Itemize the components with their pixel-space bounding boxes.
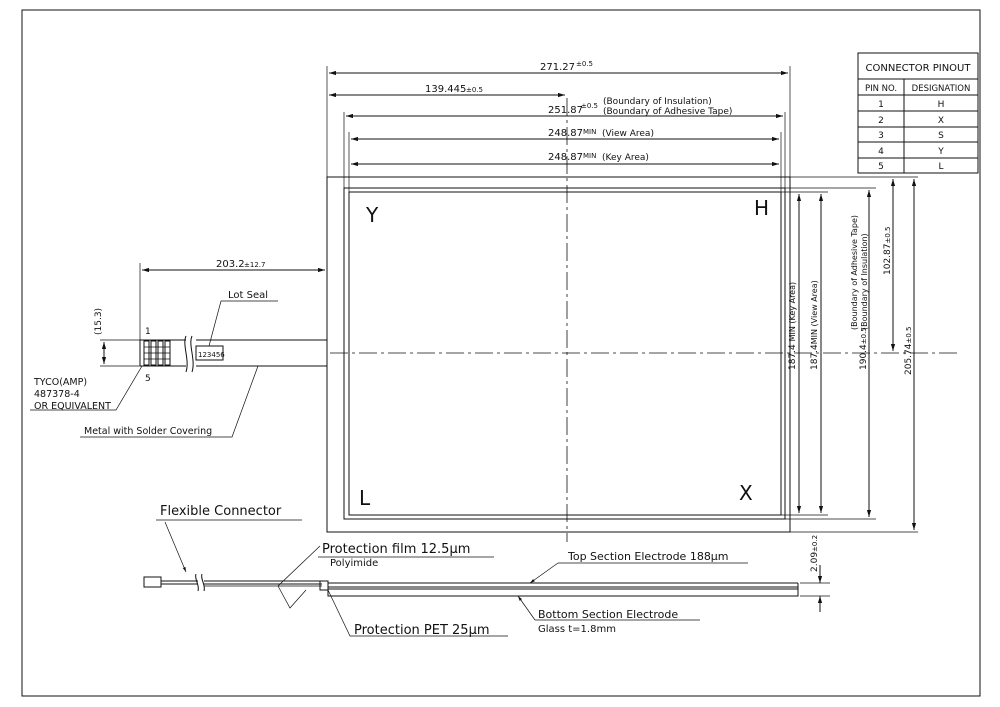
dim-tail-width: (15.3) — [94, 308, 104, 335]
dim-insulation-height-label-1: (Boundary of Adhesive Tape) — [850, 215, 859, 330]
pinout-pin-5: 5 — [878, 162, 884, 172]
dim-key-area-label: (Key Area) — [602, 153, 649, 163]
connector-line-3: OR EQUIVALENT — [34, 401, 111, 412]
dim-overall-width-tol: ±0.5 — [576, 60, 593, 68]
corner-y: Y — [365, 203, 379, 227]
lot-seal-leader — [208, 300, 278, 347]
dim-view-area-label: (View Area) — [602, 129, 654, 139]
dim-insulation-label-1: (Boundary of Insulation) — [603, 97, 712, 107]
glass-label: Glass t=1.8mm — [538, 624, 616, 635]
protection-film-label: Protection film 12.5μm — [322, 542, 470, 557]
pinout-col-pin: PIN NO. — [865, 84, 897, 94]
drawing-border — [21, 9, 981, 697]
dim-insulation-width: 251.87 — [548, 105, 583, 116]
dim-key-area-width: 248.87 — [548, 152, 583, 163]
corner-l: L — [359, 486, 371, 510]
dim-key-area-height: 187.4 MIN (Key Area) — [788, 282, 798, 370]
section-panel-layers — [319, 580, 799, 597]
pinout-designation-3: S — [938, 131, 944, 141]
pinout-designation-4: Y — [937, 147, 944, 157]
dim-insulation-label-2: (Boundary of Adhesive Tape) — [603, 107, 732, 117]
protection-film-leader — [277, 545, 321, 609]
top-electrode-label: Top Section Electrode 188μm — [567, 550, 729, 563]
connector-leader — [30, 365, 143, 411]
dim-view-area-width-tol: MIN — [583, 128, 596, 136]
pinout-designation-1: H — [938, 100, 945, 110]
pinout-pin-1: 1 — [878, 100, 884, 110]
lot-seal-label: Lot Seal — [228, 290, 268, 301]
dim-view-area-width: 248.87 — [548, 128, 583, 139]
bottom-electrode-leader — [517, 595, 536, 621]
tail-pin-5: 5 — [145, 374, 151, 384]
dim-half-width: 139.445 — [425, 84, 466, 95]
lot-number: 123456 — [198, 351, 225, 359]
flexible-connector-label: Flexible Connector — [160, 504, 282, 519]
pinout-col-designation: DESIGNATION — [912, 84, 971, 94]
flex-tail — [139, 335, 327, 373]
protection-pet-leader — [327, 589, 508, 637]
pinout-title: CONNECTOR PINOUT — [866, 63, 972, 74]
dim-key-area-width-tol: MIN — [583, 152, 596, 160]
protection-pet-label: Protection PET 25μm — [354, 623, 490, 638]
metal-label: Metal with Solder Covering — [84, 426, 212, 437]
pinout-pin-4: 4 — [878, 147, 884, 157]
tail-pin-1: 1 — [145, 327, 151, 337]
pinout-pin-3: 3 — [878, 131, 884, 141]
pinout-table — [857, 52, 979, 174]
dim-tail-length: 203.2 — [216, 259, 245, 270]
dim-insulation-height-label-2: (Boundary of Insulation) — [860, 233, 869, 330]
pinout-designation-2: X — [938, 116, 944, 126]
connector-contacts — [143, 340, 171, 366]
dim-overall-width: 271.27 — [540, 62, 575, 73]
connector-line-1: TYCO(AMP) — [33, 377, 87, 388]
dim-half-height: 102.87±0.5 — [883, 227, 893, 276]
connector-line-2: 487378-4 — [34, 389, 80, 400]
flexible-connector-leader — [164, 521, 187, 573]
pinout-pin-2: 2 — [878, 116, 884, 126]
dim-half-width-tol: ±0.5 — [466, 86, 483, 94]
metal-leader — [80, 365, 259, 438]
dim-insulation-width-tol: ±0.5 — [581, 102, 598, 110]
extension-lines-right — [781, 176, 918, 533]
dim-insulation-height: 190.4±0.5 — [859, 327, 869, 370]
corner-h: H — [754, 196, 769, 220]
top-electrode-leader — [529, 562, 559, 584]
lot-seal-box — [195, 345, 224, 361]
section-flex-cable — [143, 573, 322, 592]
pinout-designation-5: L — [938, 162, 943, 172]
dim-thickness: 2.09±0.2 — [810, 535, 820, 572]
dim-overall-height: 205.74±0.5 — [904, 327, 914, 376]
polyimide-label: Polyimide — [330, 558, 378, 569]
dim-view-area-height: 187.4MIN (View Area) — [810, 280, 820, 370]
corner-x: X — [739, 481, 753, 505]
extension-lines-top — [326, 66, 791, 192]
bottom-electrode-label: Bottom Section Electrode — [538, 608, 678, 621]
dim-tail-length-tol: ±12.7 — [244, 261, 265, 269]
panel-outline — [326, 176, 791, 533]
